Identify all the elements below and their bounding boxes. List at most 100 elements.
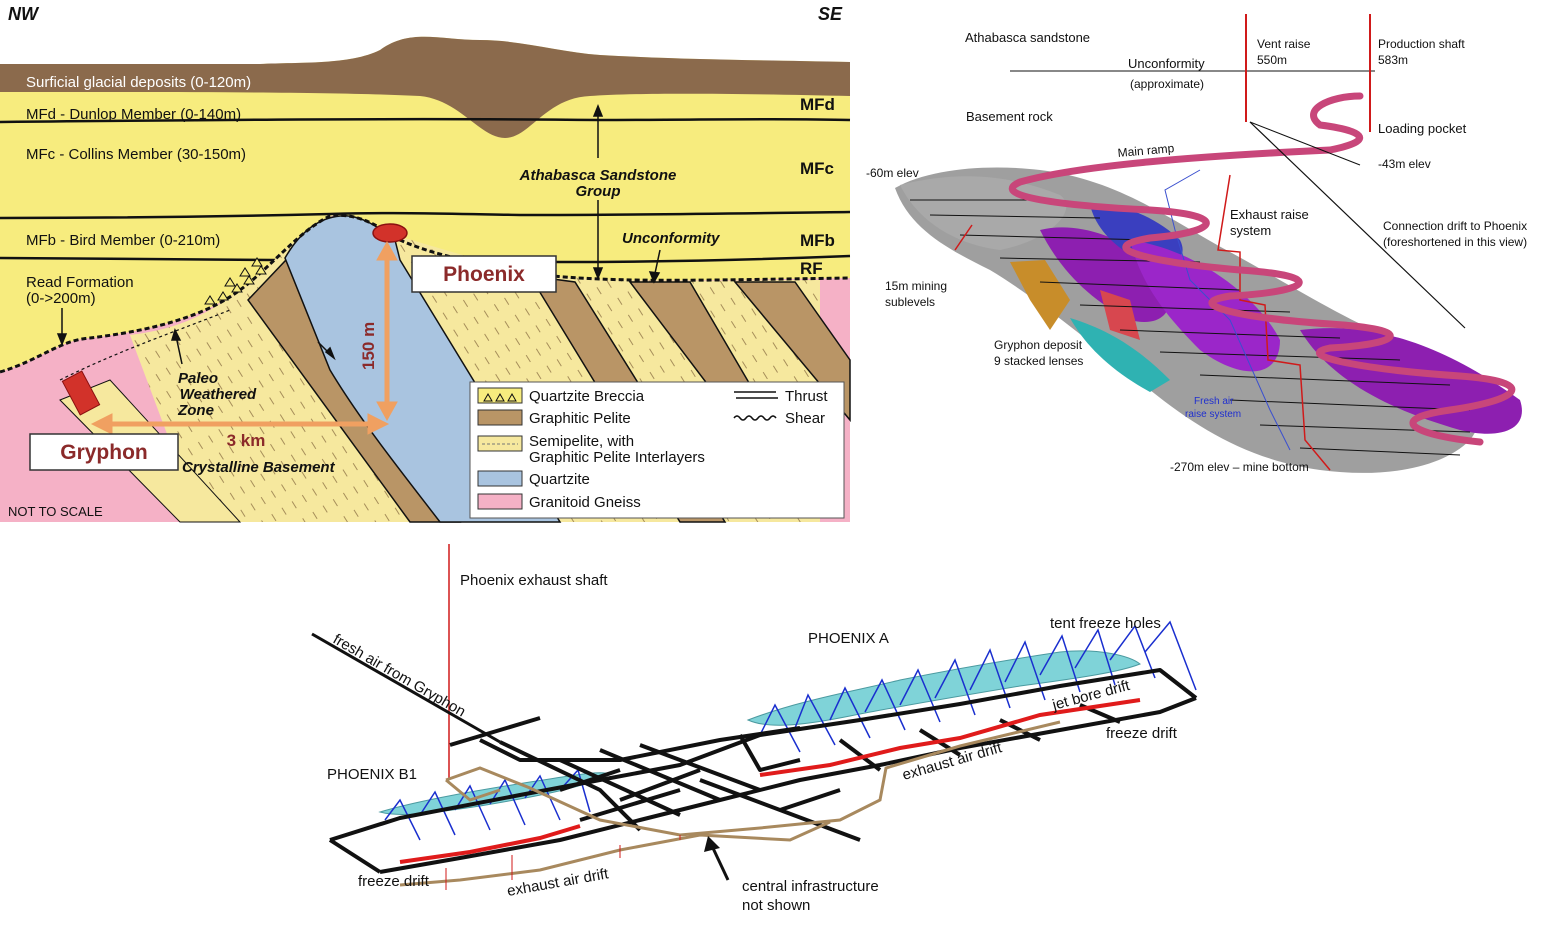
unconformity-line <box>0 213 851 374</box>
freeze-drift-label-left: freeze drift <box>358 873 430 890</box>
elev-60-label: -60m elev <box>866 166 919 180</box>
paleo-label-2: Weathered <box>180 386 257 403</box>
not-to-scale-note: NOT TO SCALE <box>8 504 103 519</box>
gryphon-deposit-label-2: 9 stacked lenses <box>994 354 1083 368</box>
phoenix-mine-panel: Phoenix exhaust shaft fresh air from Gry… <box>311 544 1198 914</box>
gryphon-deposit-label: Gryphon deposit <box>994 338 1083 352</box>
vent-raise-depth: 550m <box>1257 53 1287 67</box>
fresh-air-label: Fresh air <box>1194 396 1234 407</box>
phoenix-b1-label: PHOENIX B1 <box>327 766 417 783</box>
legend-breccia: Quartzite Breccia <box>529 388 645 405</box>
ore-lens <box>1100 290 1140 340</box>
connection-drift-note: (foreshortened in this view) <box>1383 235 1527 249</box>
corner-label-nw: NW <box>8 4 40 24</box>
sublevels-label: 15m mining <box>885 279 947 293</box>
fresh-air-raise-system <box>1164 169 1291 451</box>
gryphon-callout-box <box>29 433 179 471</box>
gryphon-label: Gryphon <box>60 441 148 464</box>
exhaust-shaft-label: Phoenix exhaust shaft <box>460 572 608 589</box>
group-label: Athabasca Sandstone <box>519 167 677 184</box>
code-rf: RF <box>800 259 823 278</box>
fresh-air-label-2: raise system <box>1185 409 1241 420</box>
height-label: 150 m <box>359 322 378 370</box>
phoenix-a-label: PHOENIX A <box>808 630 889 647</box>
freeze-drift-label-right: freeze drift <box>1106 725 1178 742</box>
layer-label-read-thickness: (0->200m) <box>26 290 96 307</box>
loading-pocket-drift <box>1249 121 1361 166</box>
layer-label-read: Read Formation <box>26 274 134 291</box>
legend-pelite: Graphitic Pelite <box>529 410 631 427</box>
fresh-air-label-c: fresh air from Gryphon <box>330 631 468 721</box>
legend-thrust: Thrust <box>785 388 828 405</box>
fresh-air-drift <box>311 632 501 744</box>
central-infrastructure-arrowhead <box>704 836 720 852</box>
sky <box>0 0 850 64</box>
legend-semipelite: Semipelite, with <box>529 433 634 450</box>
exhaust-air-drift-label-left: exhaust air drift <box>506 865 611 900</box>
ore-lens <box>1130 240 1280 372</box>
production-shaft-depth: 583m <box>1378 53 1408 67</box>
ore-lens <box>1070 318 1170 392</box>
sublevel-pointer <box>954 224 973 251</box>
legend-quartzite: Quartzite <box>529 471 590 488</box>
loading-pocket-label: Loading pocket <box>1378 121 1467 136</box>
paleo-label-1: Paleo <box>178 370 218 387</box>
exhaust-raise-label: Exhaust raise <box>1230 207 1309 222</box>
phoenix-a-orebody <box>746 650 1141 726</box>
ore-lens <box>1010 260 1070 330</box>
tent-freeze-holes-label: tent freeze holes <box>1050 615 1161 632</box>
cross-section-panel: NW SE Surficial glacial deposits (0-120m… <box>0 0 851 523</box>
phoenix-callout-box <box>411 255 557 293</box>
corner-label-se: SE <box>818 4 843 24</box>
connection-drift <box>1249 121 1466 329</box>
elev-43-label: -43m elev <box>1378 157 1431 171</box>
distance-label: 3 km <box>227 431 266 450</box>
vent-raise-label: Vent raise <box>1257 37 1311 51</box>
phoenix-ore-body <box>372 223 408 243</box>
exhaust-raise-system <box>1217 174 1331 471</box>
main-ramp-spiral <box>1009 92 1516 446</box>
mine-drifts <box>328 668 1198 874</box>
annotation-arrows <box>56 103 661 365</box>
legend-semipelite-2: Graphitic Pelite Interlayers <box>529 449 705 466</box>
layer-label-collins: MFc - Collins Member (30-150m) <box>26 146 246 163</box>
quartzite-breccia-symbols <box>204 257 267 305</box>
connection-drift-label: Connection drift to Phoenix <box>1383 219 1527 233</box>
code-mfd: MFd <box>800 95 835 114</box>
legend-gneiss: Granitoid Gneiss <box>529 494 641 511</box>
dunlop-collins-contact <box>0 117 851 124</box>
gryphon-mine-panel: Athabasca sandstone Unconformity (approx… <box>866 14 1527 474</box>
dimension-arrows <box>90 240 398 435</box>
legend-shear: Shear <box>785 410 825 427</box>
central-infrastructure-arrow <box>710 845 730 881</box>
layer-label-bird: MFb - Bird Member (0-210m) <box>26 232 220 249</box>
paleo-label-3: Zone <box>177 402 214 419</box>
cross-section-legend: Quartzite Breccia Graphitic Pelite Semip… <box>469 381 845 519</box>
freeze-drifts <box>399 698 1141 864</box>
athabasca-label: Athabasca sandstone <box>965 30 1090 45</box>
layer-label-glacial: Surficial glacial deposits (0-120m) <box>26 74 251 91</box>
ore-lens <box>1040 227 1170 322</box>
gryphon-ore-body <box>61 370 101 416</box>
mining-sublevels <box>910 199 1471 456</box>
central-infrastructure-label-2: not shown <box>742 897 810 914</box>
glacial-deposit-layer <box>0 36 850 138</box>
exhaust-raise-label-2: system <box>1230 223 1271 238</box>
exhaust-connectors <box>445 835 681 890</box>
production-shaft-label: Production shaft <box>1378 37 1465 51</box>
crystalline-basement-label: Crystalline Basement <box>182 459 336 476</box>
unconformity-label-b: Unconformity <box>1128 56 1205 71</box>
central-infrastructure-label: central infrastructure <box>742 878 879 895</box>
code-mfb: MFb <box>800 231 835 250</box>
mine-bottom-label: -270m elev – mine bottom <box>1170 460 1309 474</box>
main-ramp-label: Main ramp <box>1117 141 1175 160</box>
unconformity-label: Unconformity <box>622 230 720 247</box>
sublevels-label-2: sublevels <box>885 295 935 309</box>
layer-label-dunlop: MFd - Dunlop Member (0-140m) <box>26 106 241 123</box>
group-label-2: Group <box>576 183 621 200</box>
paleo-weathered-boundary <box>59 309 231 381</box>
code-mfc: MFc <box>800 159 834 178</box>
unconformity-approx: (approximate) <box>1130 77 1204 91</box>
phoenix-label: Phoenix <box>443 263 525 286</box>
